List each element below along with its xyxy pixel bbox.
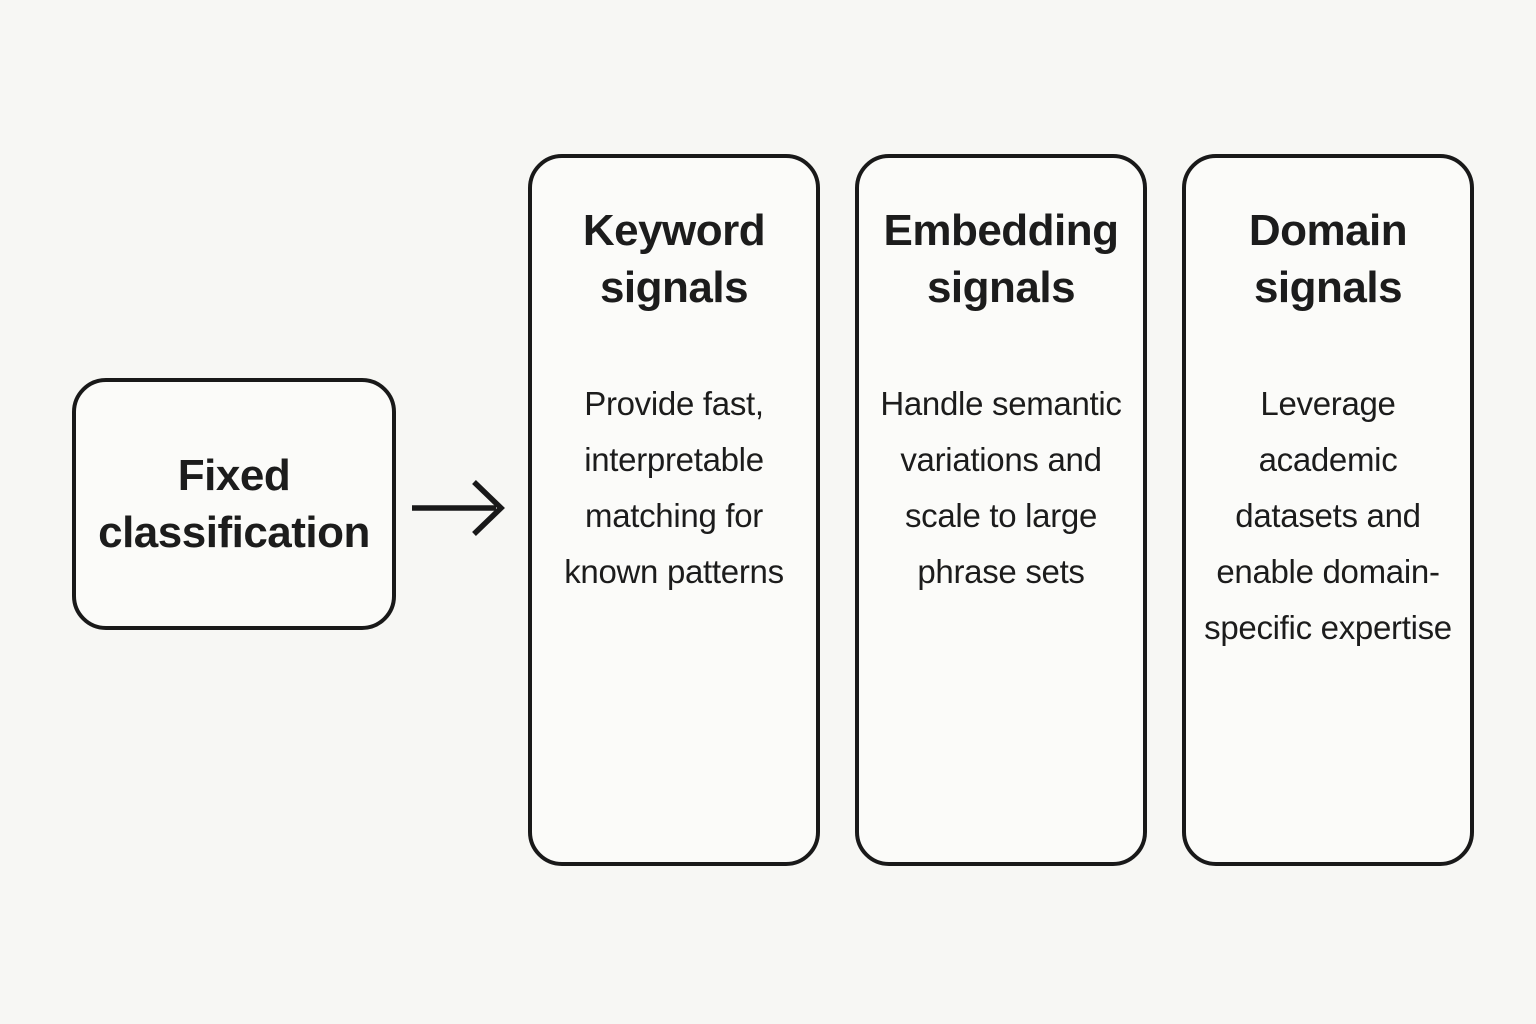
card-embedding-signals: Embedding signals Handle semantic variat… [855,154,1147,866]
flow-connector [406,472,510,544]
fixed-classification-node: Fixed classification [72,378,396,630]
arrow-right-icon [412,480,505,536]
card-body-keyword-signals: Provide fast, interpretable matching for… [564,385,784,590]
card-title-keyword-signals: Keyword signals [582,206,766,312]
card-domain-signals: Domain signals Leverage academic dataset… [1182,154,1474,866]
card-body-embedding-signals: Handle semantic variations and scale to … [880,385,1122,590]
fixed-classification-label: Fixed classification [98,451,370,557]
card-title-embedding-signals: Embedding signals [883,206,1119,312]
card-title-domain-signals: Domain signals [1248,206,1408,312]
card-body-domain-signals: Leverage academic datasets and enable do… [1204,385,1452,646]
card-keyword-signals: Keyword signals Provide fast, interpreta… [528,154,820,866]
